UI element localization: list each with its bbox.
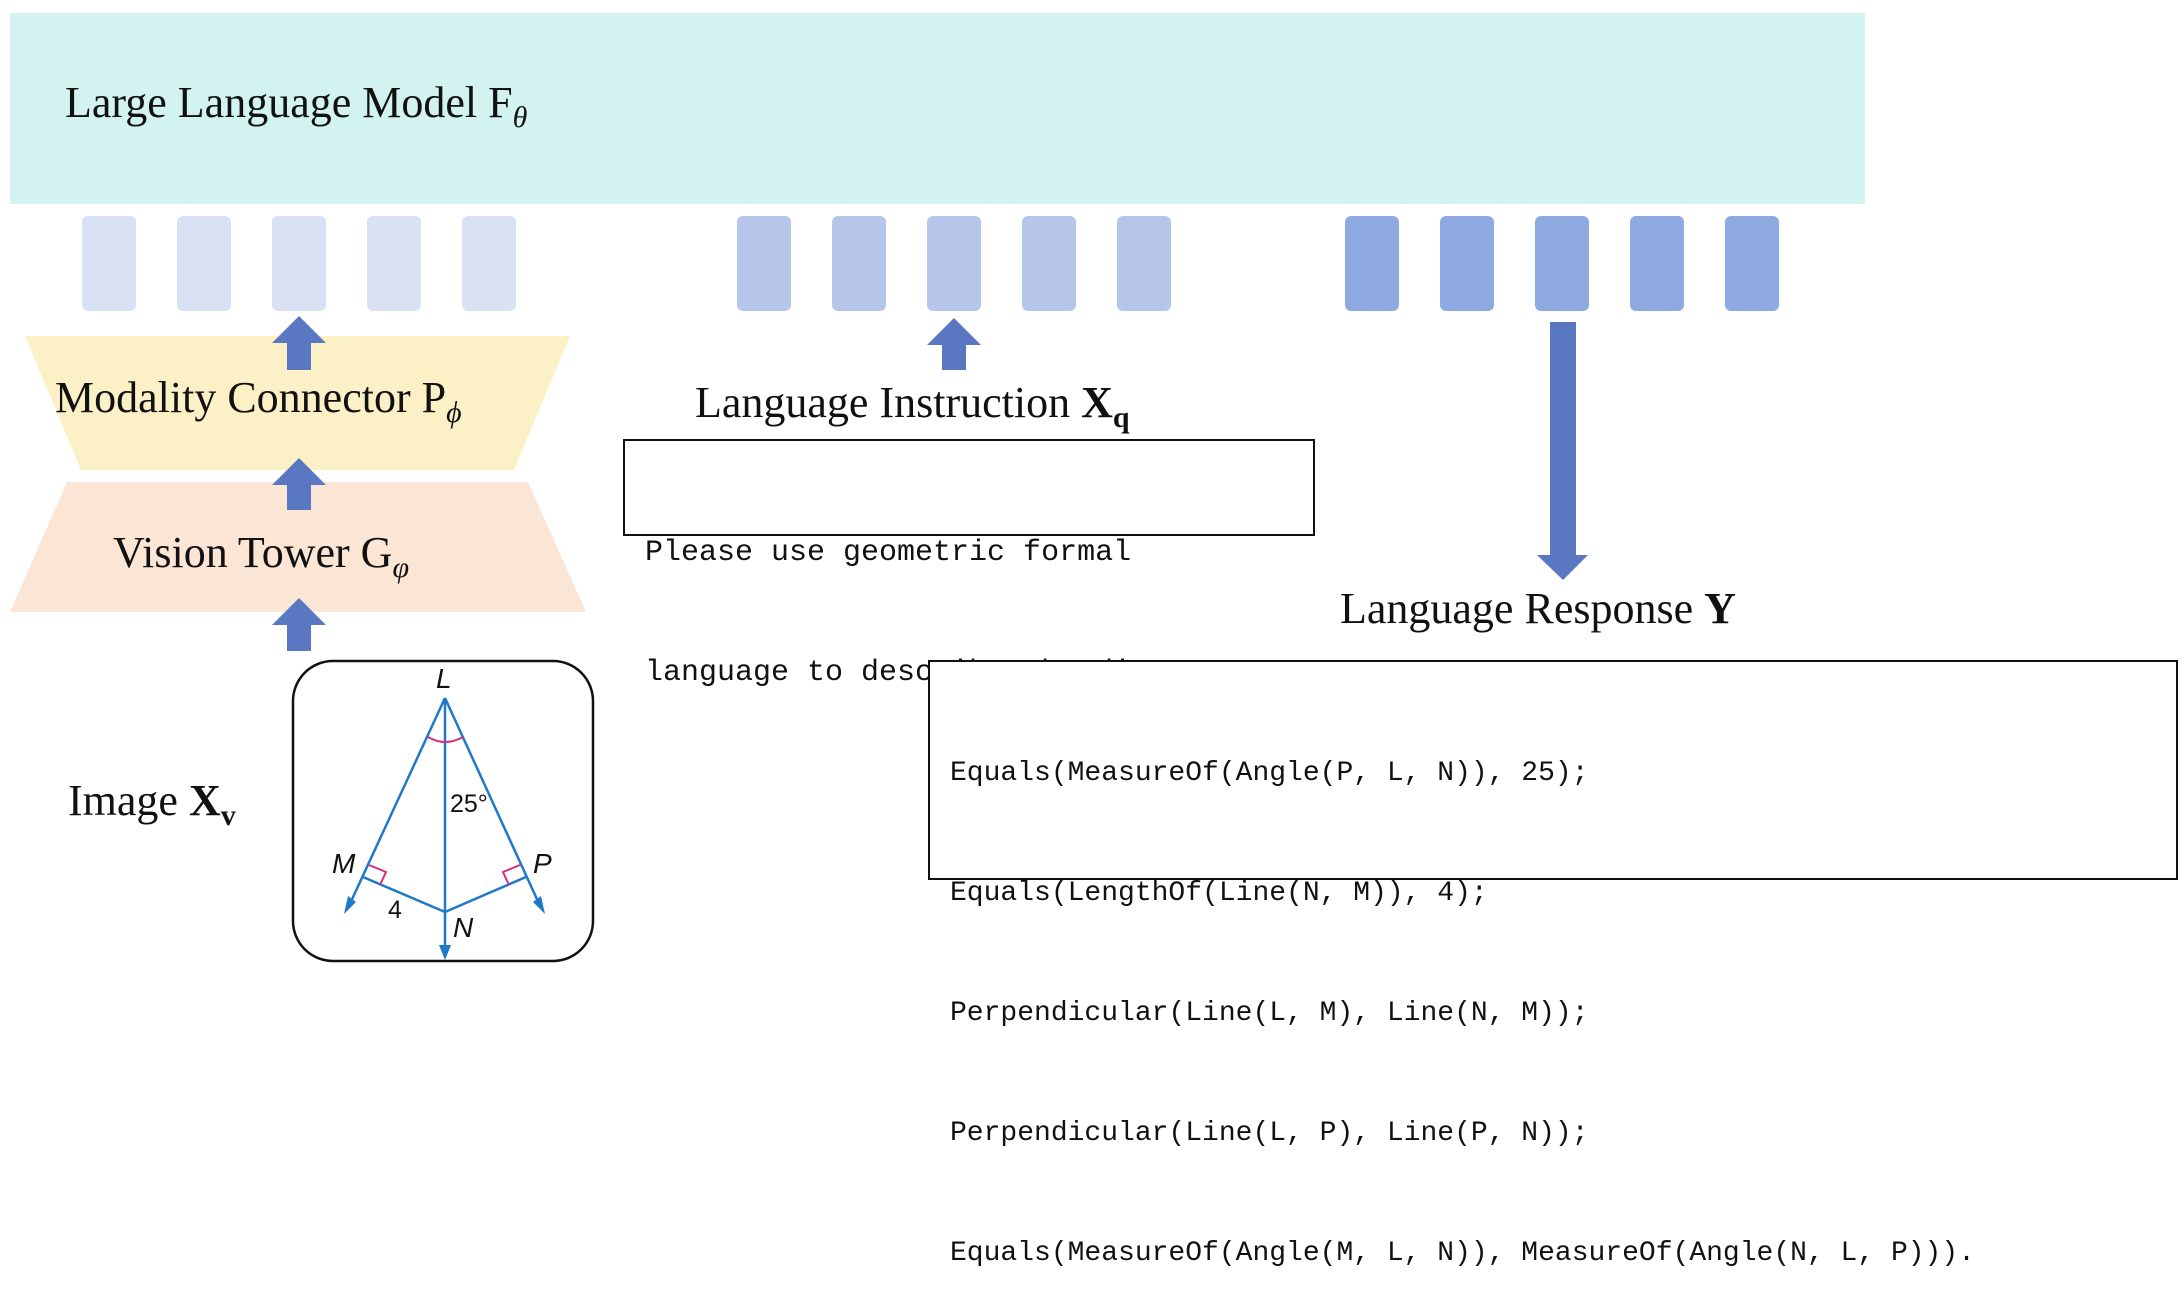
arrowhead-icon (439, 945, 451, 960)
response-token (1725, 216, 1779, 311)
arrow-up-icon (272, 598, 326, 651)
llm-label: Large Language Model Fθ (65, 78, 528, 134)
arrow-down-icon (1537, 322, 1588, 580)
instruction-label: Language Instruction Xq (695, 378, 1130, 434)
response-label: Language Response Y (1340, 584, 1736, 633)
image-token (462, 216, 516, 311)
point-label-p: P (533, 848, 552, 879)
geo-line-mn (362, 875, 446, 914)
instruction-token (737, 216, 791, 311)
image-token-group (82, 216, 516, 311)
image-token (177, 216, 231, 311)
response-token (1630, 216, 1684, 311)
right-angle-mark-m (368, 864, 388, 886)
connector-label: Modality Connector Pϕ (55, 373, 462, 429)
llm-block (10, 13, 1865, 204)
image-thumbnail-frame (291, 659, 595, 963)
vision-tower-block (10, 482, 586, 612)
vision-tower-label: Vision Tower Gφ (113, 528, 409, 584)
geo-line-lm (346, 697, 447, 909)
point-label-n: N (453, 912, 474, 943)
image-token (82, 216, 136, 311)
image-label: Image Xv (68, 776, 236, 832)
image-token (367, 216, 421, 311)
response-line: Perpendicular(Line(L, M), Line(N, M)); (950, 998, 1589, 1029)
point-label-l: L (436, 663, 452, 694)
image-token (272, 216, 326, 311)
arrow-up-icon (927, 318, 981, 370)
right-angle-mark-p (501, 864, 521, 886)
geo-line-lp (443, 697, 543, 909)
instruction-token (1117, 216, 1171, 311)
geo-line-pn (444, 875, 527, 914)
angle-arc-mark (427, 736, 464, 743)
instruction-token (832, 216, 886, 311)
response-line: Perpendicular(Line(L, P), Line(P, N)); (950, 1118, 1589, 1149)
architecture-diagram: Large Language Model Fθ Modality Connect… (10, 13, 1865, 963)
arrow-up-icon (272, 316, 326, 370)
angle-value-label: 25° (450, 790, 488, 818)
response-token-group (1345, 216, 1779, 311)
response-token (1440, 216, 1494, 311)
response-line: Equals(MeasureOf(Angle(P, L, N)), 25); (950, 758, 1589, 789)
response-line: Equals(LengthOf(Line(N, M)), 4); (950, 878, 1488, 909)
instruction-text-box: Please use geometric formal language to … (623, 439, 1315, 690)
arrowhead-icon (533, 896, 545, 914)
point-label-m: M (332, 848, 356, 879)
instruction-token-group (737, 216, 1171, 311)
geometry-figure (346, 697, 543, 954)
response-token (1535, 216, 1589, 311)
instruction-token (1022, 216, 1076, 311)
length-value-label: 4 (388, 896, 402, 924)
response-line: Equals(MeasureOf(Angle(M, L, N)), Measur… (950, 1238, 1975, 1269)
instruction-line: Please use geometric formal (645, 536, 1132, 570)
arrowhead-icon (344, 896, 356, 914)
instruction-token (927, 216, 981, 311)
modality-connector-block (25, 336, 570, 470)
response-code-box: Equals(MeasureOf(Angle(P, L, N)), 25); E… (928, 660, 2178, 1269)
response-token (1345, 216, 1399, 311)
arrow-up-icon (272, 458, 326, 510)
